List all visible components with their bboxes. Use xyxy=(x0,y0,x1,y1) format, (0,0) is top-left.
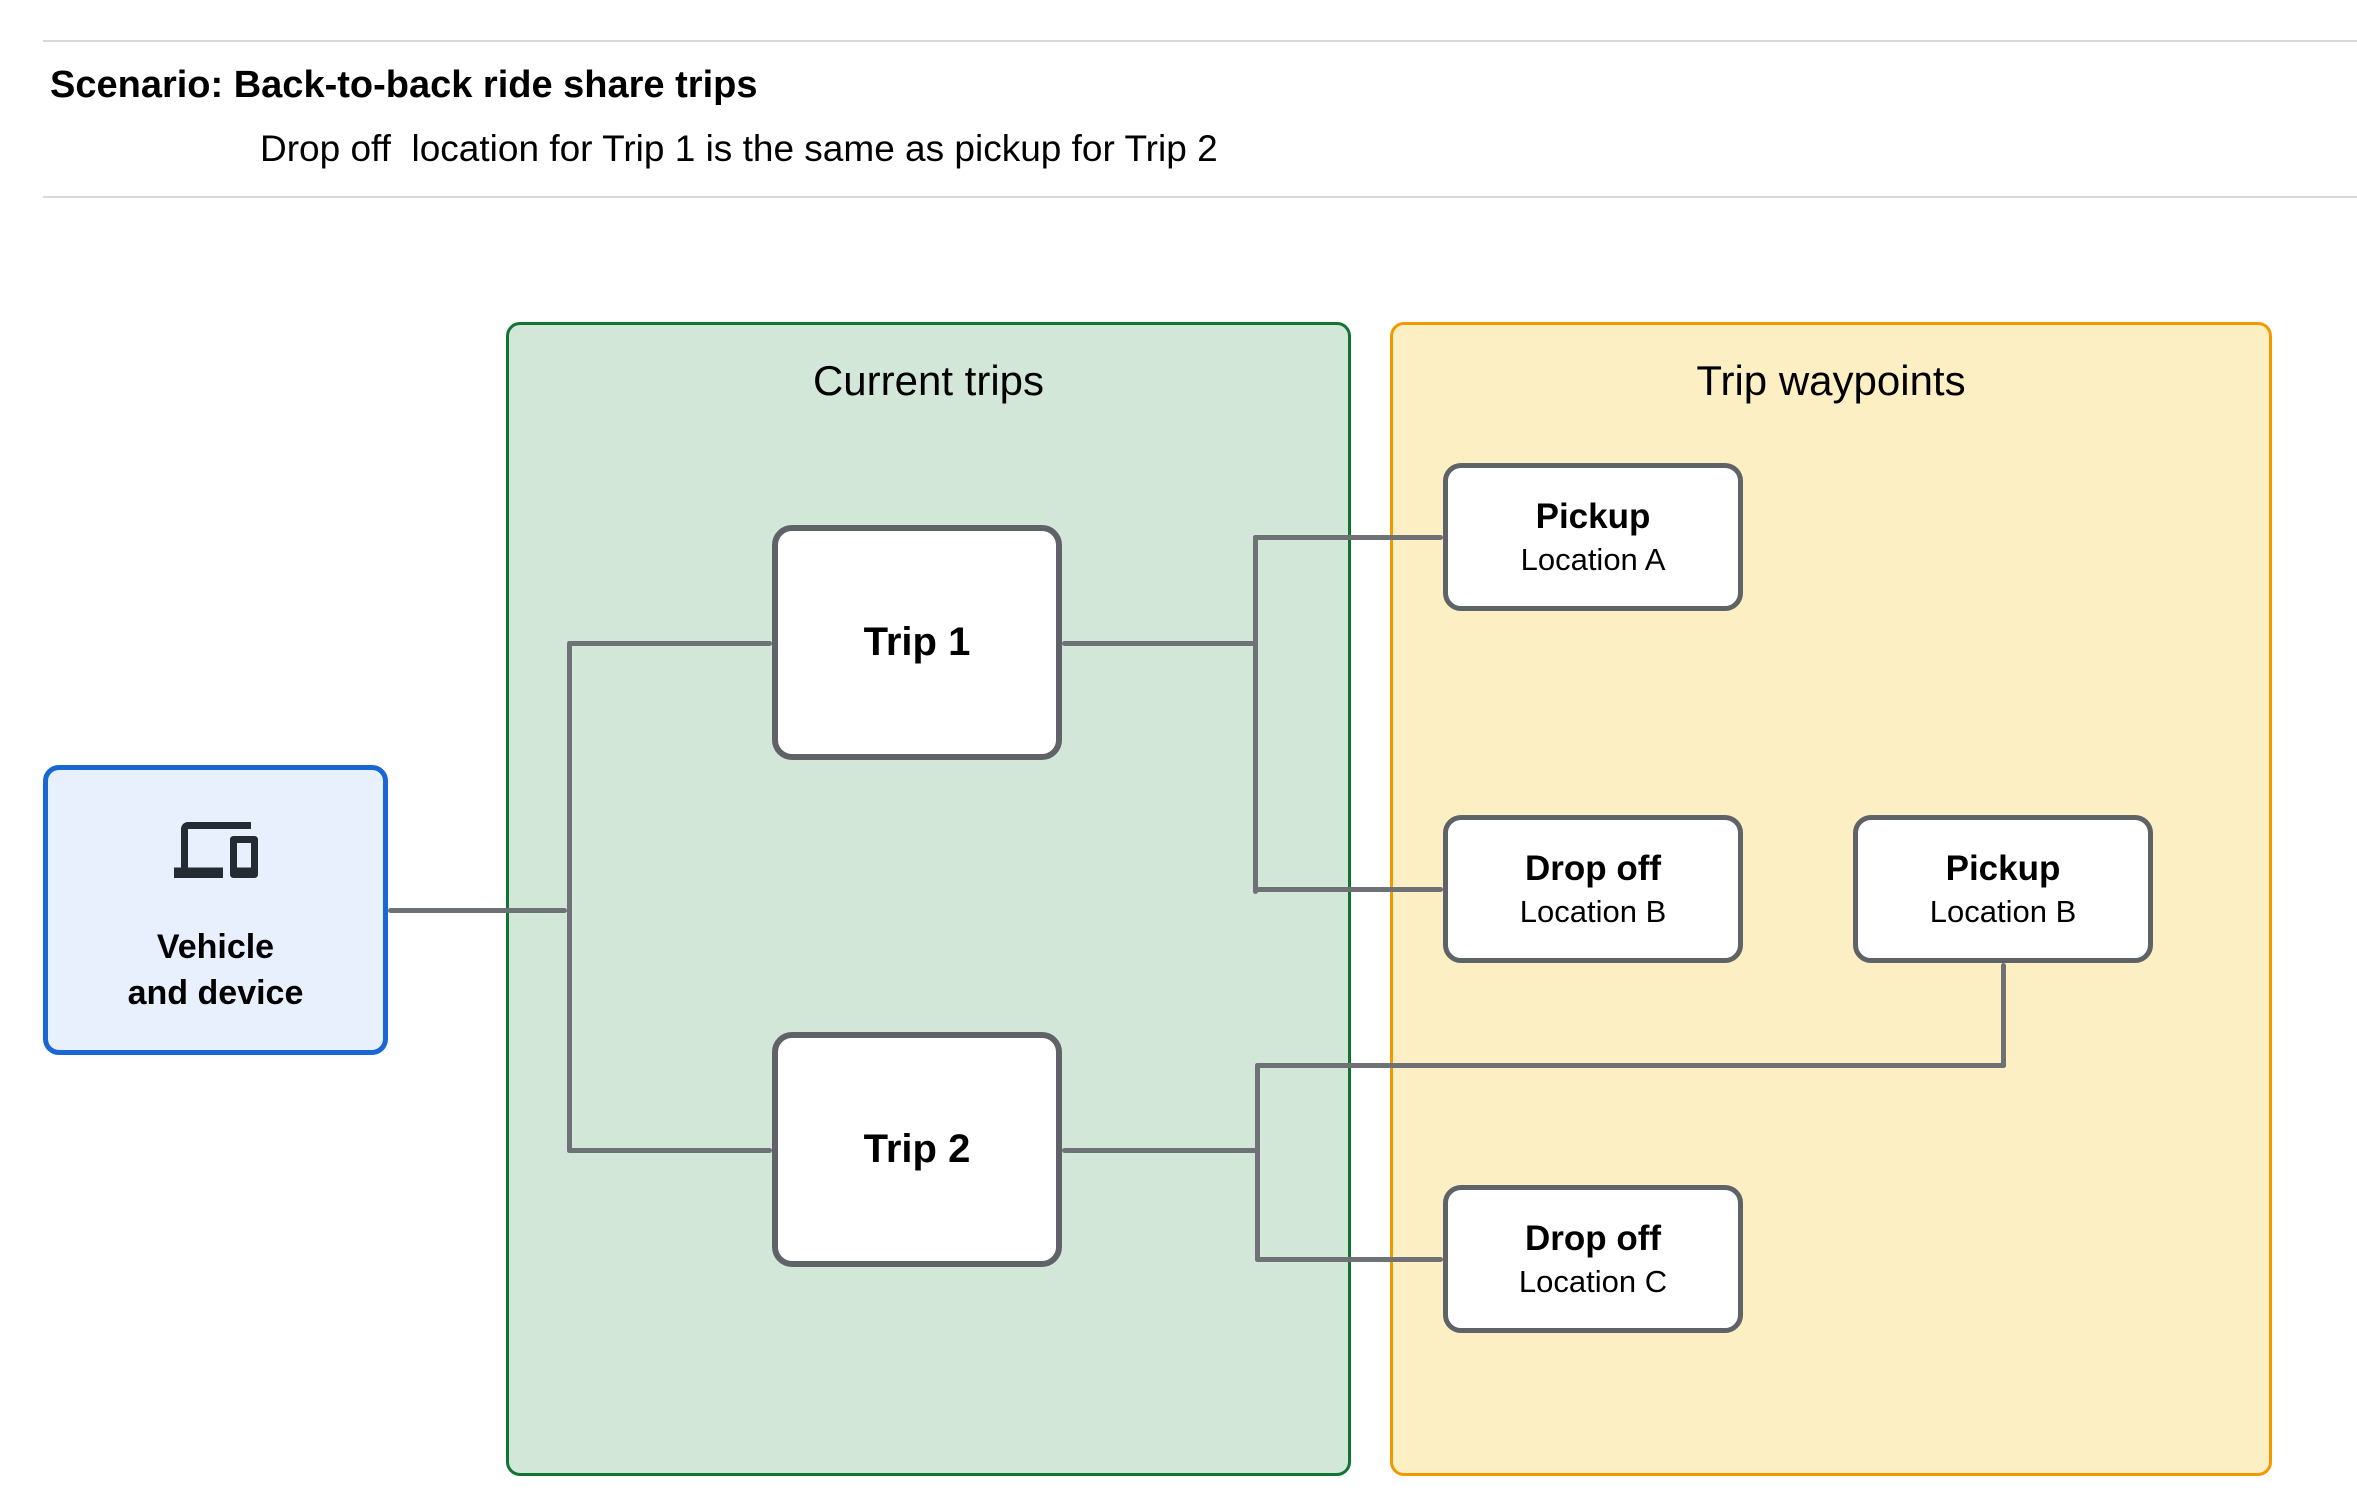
dropoff-b-subtitle: Location B xyxy=(1519,893,1667,929)
vehicle-and-device-node: Vehicle and device xyxy=(43,765,388,1055)
trip-waypoints-panel-title: Trip waypoints xyxy=(1696,357,1966,404)
dropoff-location-b-node: Drop off Location B xyxy=(1443,815,1743,963)
header-top-divider xyxy=(43,40,2357,42)
dropoff-c-subtitle: Location C xyxy=(1518,1263,1668,1299)
current-trips-panel-title: Current trips xyxy=(812,357,1045,404)
pickup-a-subtitle: Location A xyxy=(1520,541,1666,577)
pickup-location-b-node: Pickup Location B xyxy=(1853,815,2153,963)
edge-junction-to-dropoff-c xyxy=(1255,1257,1443,1262)
edge-trip-1-to-junction xyxy=(1062,641,1258,646)
current-trips-panel: Current trips xyxy=(506,322,1351,1476)
edge-trip-2-junction-vertical xyxy=(1255,1063,1260,1262)
edge-junction-to-pickup-b-horizontal xyxy=(1255,1063,2006,1068)
edge-trip-2-to-junction xyxy=(1062,1148,1260,1153)
page-title: Scenario: Back-to-back ride share trips xyxy=(50,64,758,106)
devices-icon xyxy=(173,808,258,897)
vehicle-node-label: Vehicle and device xyxy=(128,925,304,1017)
pickup-a-title: Pickup xyxy=(1535,497,1651,537)
pickup-b-subtitle: Location B xyxy=(1929,893,2077,929)
vehicle-label-line2: and device xyxy=(127,973,304,1012)
edge-vehicle-to-junction xyxy=(388,908,567,913)
page-subtitle: Drop off location for Trip 1 is the same… xyxy=(260,128,1218,169)
trip-1-label: Trip 1 xyxy=(863,620,971,664)
dropoff-location-c-node: Drop off Location C xyxy=(1443,1185,1743,1333)
pickup-b-title: Pickup xyxy=(1945,849,2061,889)
edge-vehicle-junction-vertical xyxy=(567,641,572,1153)
edge-pickup-b-drop-vertical xyxy=(2001,963,2006,1068)
edge-junction-to-trip-1 xyxy=(567,641,772,646)
dropoff-b-title: Drop off xyxy=(1524,849,1662,889)
trip-2-label: Trip 2 xyxy=(863,1127,971,1171)
vehicle-label-line1: Vehicle xyxy=(156,928,275,966)
dropoff-c-title: Drop off xyxy=(1524,1219,1662,1259)
trip-1-node: Trip 1 xyxy=(772,525,1062,760)
header-bottom-divider xyxy=(43,196,2357,198)
edge-junction-to-pickup-a xyxy=(1253,535,1443,540)
edge-junction-to-trip-2 xyxy=(567,1148,772,1153)
edge-trip-1-junction-vertical xyxy=(1253,535,1258,894)
edge-junction-to-dropoff-b xyxy=(1253,887,1443,892)
pickup-location-a-node: Pickup Location A xyxy=(1443,463,1743,611)
trip-2-node: Trip 2 xyxy=(772,1032,1062,1267)
